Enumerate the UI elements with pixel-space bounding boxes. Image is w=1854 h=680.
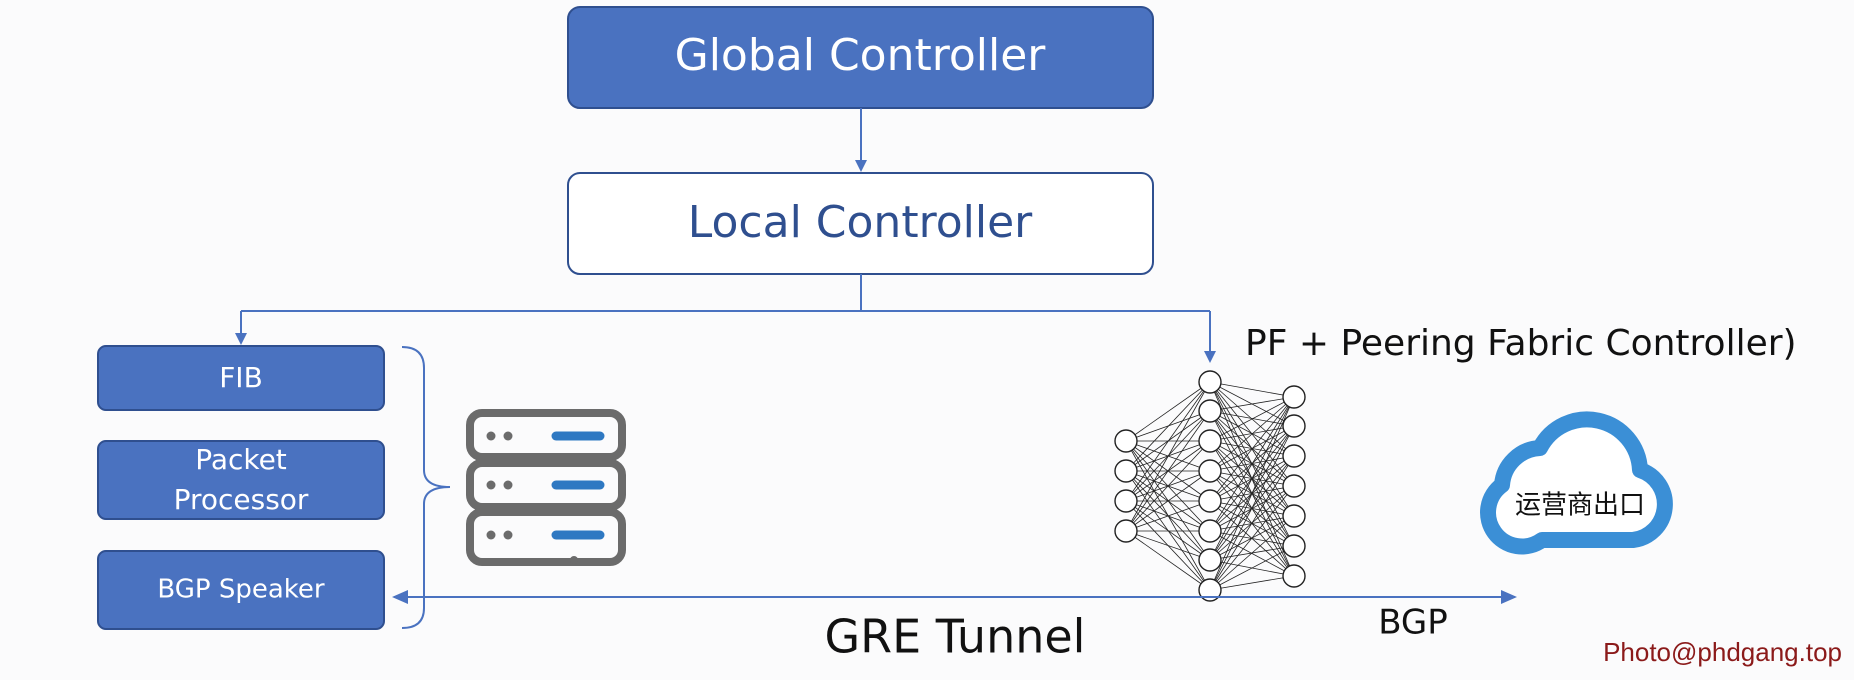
bgp-speaker-label: BGP Speaker: [157, 575, 325, 605]
local-controller-box: Local Controller: [567, 172, 1154, 275]
cloud-label: 运营商出口: [1515, 491, 1645, 521]
global-controller-box: Global Controller: [567, 6, 1154, 109]
local-controller-label: Local Controller: [688, 197, 1033, 248]
gre-tunnel-label: GRE Tunnel: [825, 610, 1086, 664]
neural-network-icon: [1114, 370, 1306, 602]
packet-processor-label-line1: Packet: [195, 443, 287, 476]
pf-controller-label: PF + Peering Fabric Controller): [1245, 323, 1797, 364]
cloud-icon: 运营商出口: [1480, 411, 1673, 555]
packet-processor-label-line2: Processor: [174, 483, 309, 516]
bgp-label: BGP: [1378, 603, 1448, 643]
bgp-speaker-box: BGP Speaker: [97, 550, 385, 630]
grouping-brace: [401, 346, 451, 629]
fib-box: FIB: [97, 345, 385, 411]
watermark: Photo@phdgang.top: [1603, 637, 1842, 667]
packet-processor-box: Packet Processor: [97, 440, 385, 520]
connector-local-branch: [235, 274, 1216, 363]
fib-label: FIB: [219, 361, 263, 394]
global-controller-label: Global Controller: [675, 30, 1047, 81]
server-stack-icon: [466, 409, 626, 566]
